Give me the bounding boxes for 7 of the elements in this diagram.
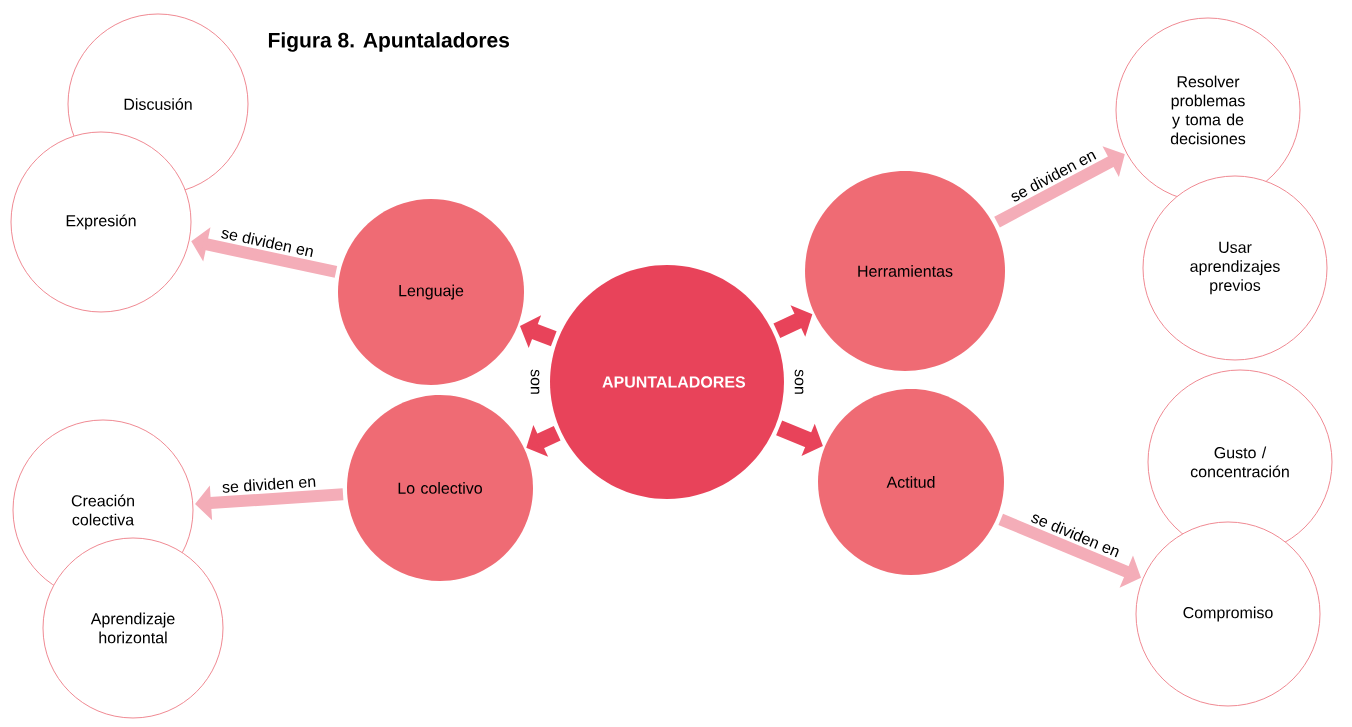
node-label: Aprendizaje horizontal [90,612,175,644]
vertical-label: son [530,369,540,394]
edge-label: se dividen en [219,225,317,259]
arrow [994,146,1125,228]
vertical-label: son [794,369,804,394]
edge-label: se dividen en [220,474,318,495]
title: Figura 8. Apuntaladores [268,32,509,52]
